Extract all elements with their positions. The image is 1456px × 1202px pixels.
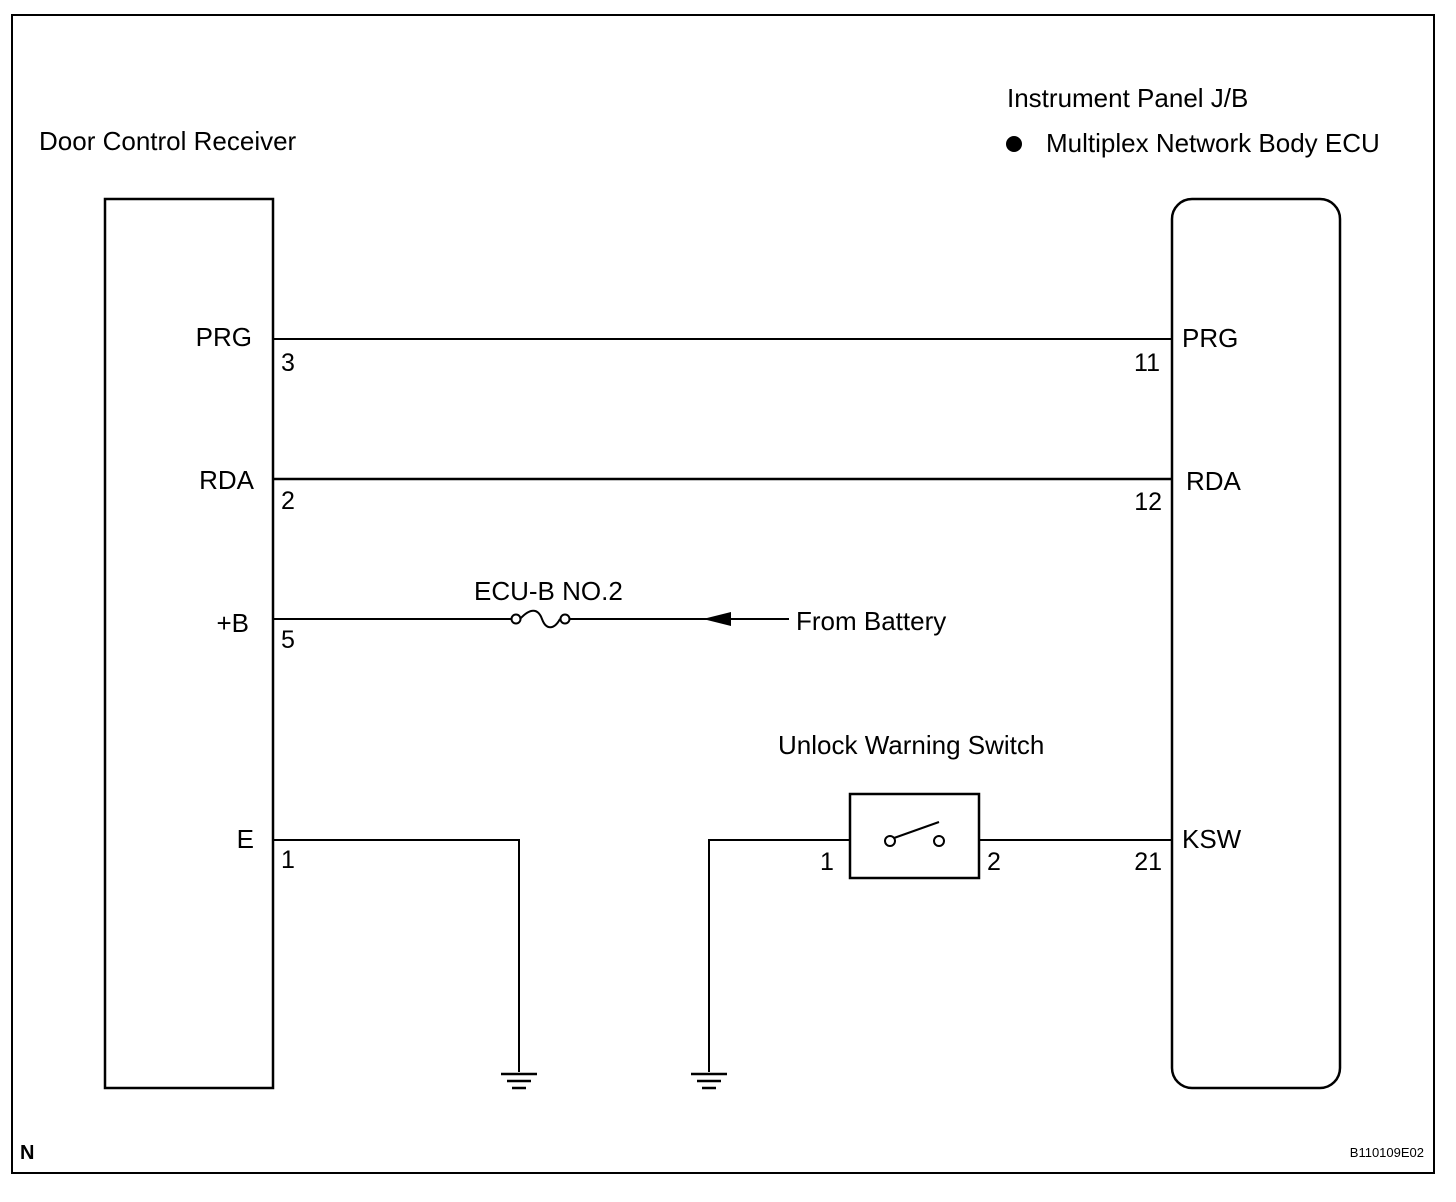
ecu-title: Instrument Panel J/B xyxy=(1007,83,1248,113)
receiver-e-label: E xyxy=(237,824,254,854)
ecu-prg-label: PRG xyxy=(1182,323,1238,353)
fuse-icon xyxy=(519,609,561,629)
figure-id: B110109E02 xyxy=(1350,1145,1424,1160)
ecu-subtitle: Multiplex Network Body ECU xyxy=(1046,128,1380,158)
receiver-e-pin: 1 xyxy=(281,846,295,874)
receiver-prg-pin: 3 xyxy=(281,349,295,377)
switch-label: Unlock Warning Switch xyxy=(778,730,1044,760)
ecu-rda-pin: 12 xyxy=(1134,488,1162,516)
receiver-rda-label: RDA xyxy=(199,465,255,495)
ground-wire-receiver xyxy=(273,839,520,1072)
ground-wire-switch xyxy=(708,839,850,1072)
switch-contact-icon xyxy=(884,821,945,847)
ecu-prg-pin: 11 xyxy=(1134,349,1160,377)
fuse-terminal-right xyxy=(559,613,571,625)
battery-label: From Battery xyxy=(796,606,946,636)
ground-icon xyxy=(691,1072,727,1090)
ecu-rda-label: RDA xyxy=(1186,466,1242,496)
footer-code: N xyxy=(20,1142,34,1164)
body-ecu-box xyxy=(1170,197,1342,1090)
ecu-ksw-label: KSW xyxy=(1182,824,1242,854)
ground-icon xyxy=(501,1072,537,1090)
receiver-b-label: +B xyxy=(216,608,249,638)
receiver-b-pin: 5 xyxy=(281,626,295,654)
arrow-left-icon xyxy=(703,612,731,626)
receiver-title: Door Control Receiver xyxy=(39,126,297,156)
bullet-icon xyxy=(1006,136,1022,152)
receiver-rda-pin: 2 xyxy=(281,487,295,515)
unlock-warning-switch-box xyxy=(848,792,981,880)
fuse-label: ECU-B NO.2 xyxy=(474,576,623,606)
switch-pin-left: 1 xyxy=(820,848,834,876)
fuse-terminal-left xyxy=(510,613,522,625)
diagram-frame xyxy=(11,14,1435,1174)
switch-pin-right: 2 xyxy=(987,848,1001,876)
door-control-receiver-box xyxy=(103,197,275,1090)
ecu-ksw-pin: 21 xyxy=(1134,848,1162,876)
receiver-prg-label: PRG xyxy=(196,322,252,352)
